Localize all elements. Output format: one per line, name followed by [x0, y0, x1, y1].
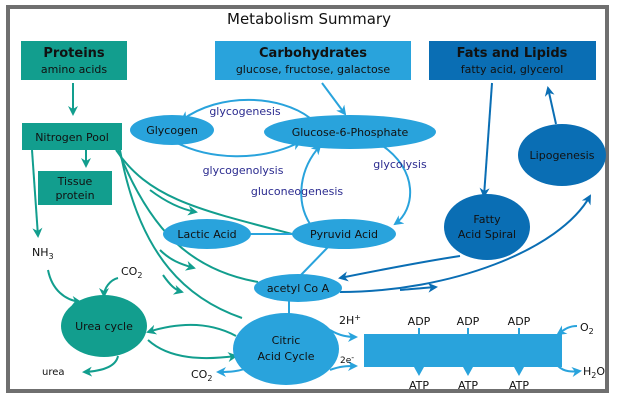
arrow-fats-to-fatty-spiral: [479, 82, 493, 198]
fatty-acid-spiral-label-2: Acid Spiral: [458, 228, 516, 241]
arrow-glycolysis: [379, 143, 412, 226]
arrow-acetyl-to-lipogenesis: [339, 194, 591, 293]
link-pyruvic-acetyl: [299, 244, 331, 277]
co2-top-label: CO2: [121, 265, 142, 280]
electron-transport-chain-bar: [364, 334, 562, 367]
arrow-carbs-to-g6p: [321, 82, 347, 116]
glucose6p-node: [264, 115, 436, 149]
h2o-label: H2O: [583, 365, 605, 380]
arrow-nitrogen-to-pyruvic: [115, 149, 301, 237]
urea-cycle-label: Urea cycle: [75, 320, 133, 333]
lactic-acid-node: [163, 219, 251, 249]
arrow-nh3-to-urea: [47, 269, 82, 306]
carbohydrates-subtitle: glucose, fructose, galactose: [236, 63, 391, 76]
etc-atp-group: ATP ATP ATP: [409, 367, 529, 392]
citric-acid-cycle-label-1: Citric: [272, 334, 301, 347]
gluconeogenesis-label: gluconeogenesis: [251, 185, 344, 198]
arrow-nitrogen-citric-marker: [162, 274, 184, 295]
atp-label: ATP: [458, 379, 478, 392]
citric-acid-cycle-label-2: Acid Cycle: [258, 350, 315, 363]
electrons-label: 2e-: [340, 353, 354, 366]
glycogen-label: Glycogen: [146, 124, 198, 137]
proteins-subtitle: amino acids: [41, 63, 108, 76]
acetyl-coa-label: acetyl Co A: [267, 282, 330, 295]
glycogenesis-label: glycogenesis: [209, 105, 281, 118]
arrow-etc-to-h2o: [557, 365, 582, 377]
tissue-protein-label-2: protein: [55, 189, 94, 202]
proteins-title: Proteins: [43, 46, 105, 61]
arrow-o2-to-etc: [556, 325, 578, 336]
nh3-label: NH3: [32, 246, 54, 261]
diagram-title: Metabolism Summary: [227, 10, 391, 28]
arrow-citric-to-urea: [146, 324, 237, 337]
etc-adp-group: ADP ADP ADP: [408, 315, 531, 334]
arrow-nitrogen-to-nh3: [31, 149, 43, 238]
arrow-urea-to-urea-out: [82, 355, 119, 377]
arrow-co2-to-urea: [99, 277, 119, 298]
arrow-lipogenesis-to-fats: [544, 86, 557, 125]
lipogenesis-label: Lipogenesis: [530, 149, 595, 162]
lipogenesis-node: [518, 124, 606, 186]
nitrogen-pool-label: Nitrogen Pool: [35, 131, 109, 144]
adp-label: ADP: [508, 315, 531, 328]
arrow-gluconeogenesis: [300, 144, 322, 225]
atp-arrow: [514, 367, 524, 376]
arrow-acetyl-lipo-marker: [399, 282, 438, 293]
arrow-nitrogen-acetyl-marker: [159, 249, 196, 271]
carbohydrates-title: Carbohydrates: [259, 46, 367, 61]
pyruvic-acid-node: [292, 219, 396, 249]
adp-label: ADP: [457, 315, 480, 328]
fats-subtitle: fatty acid, glycerol: [461, 63, 564, 76]
co2-bottom-label: CO2: [191, 368, 212, 383]
arrow-urea-to-citric: [147, 339, 238, 362]
acetyl-coa-node: [254, 274, 342, 302]
arrow-fatty-to-acetyl: [338, 255, 461, 282]
proteins-box: [21, 41, 127, 80]
atp-arrow: [463, 367, 473, 376]
arrow-citric-to-2h: [329, 329, 358, 342]
glycolysis-label: glycolysis: [373, 158, 427, 171]
arrow-glycogenolysis: [174, 141, 302, 158]
tissue-protein-label-1: Tissue: [57, 175, 93, 188]
arrow-glycogenesis: [180, 98, 311, 122]
carbohydrates-box: [215, 41, 411, 80]
glycogen-node: [130, 115, 214, 145]
atp-arrow: [414, 367, 424, 376]
tissue-protein-box: [38, 171, 112, 205]
arrow-citric-to-2e: [329, 361, 358, 372]
adp-label: ADP: [408, 315, 431, 328]
nitrogen-pool-box: [22, 123, 122, 150]
lactic-acid-label: Lactic Acid: [177, 228, 236, 241]
glycogenolysis-label: glycogenolysis: [203, 164, 284, 177]
urea-cycle-node: [61, 295, 147, 357]
fats-title: Fats and Lipids: [457, 46, 568, 61]
atp-label: ATP: [409, 379, 429, 392]
arrow-nitrogen-to-citric: [119, 149, 243, 319]
atp-label: ATP: [509, 379, 529, 392]
h-plus-label: 2H+: [339, 313, 361, 327]
o2-label: O2: [580, 321, 594, 336]
arrow-nitrogen-lactic-marker: [149, 189, 198, 216]
fatty-acid-spiral-label-1: Fatty: [473, 213, 501, 226]
urea-output-label: urea: [42, 367, 65, 378]
glucose6p-label: Glucose-6-Phosphate: [292, 126, 409, 139]
fats-box: [429, 41, 596, 80]
fatty-acid-spiral-node: [444, 194, 530, 260]
pyruvic-acid-label: Pyruvid Acid: [310, 228, 378, 241]
citric-acid-cycle-node: [233, 313, 339, 385]
